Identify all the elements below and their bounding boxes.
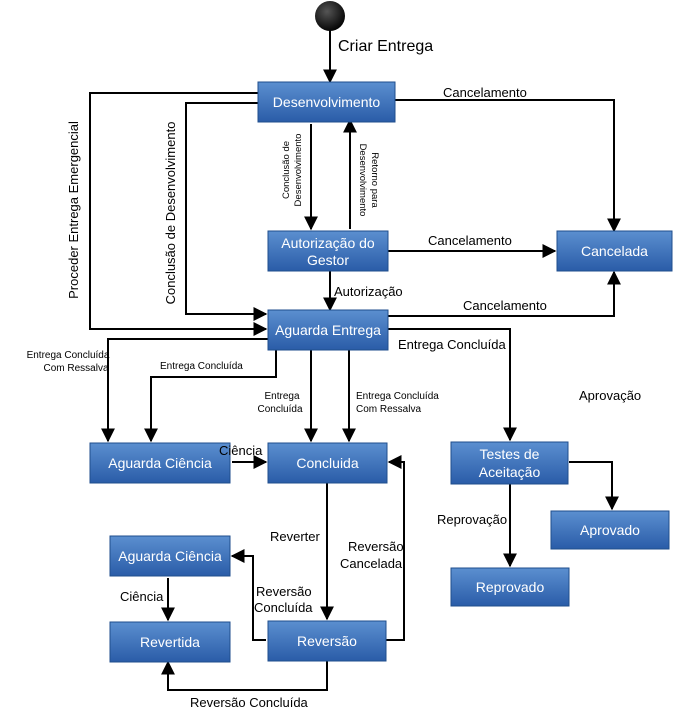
label-entrega-concluida-ressalva-left: Entrega Concluída Com Ressalva — [27, 350, 110, 374]
node-cancelada: Cancelada — [556, 230, 673, 272]
label-retorno-desenv-small: Retorno para Desenvolvimento — [357, 144, 380, 217]
svg-text:Desenvolvimento: Desenvolvimento — [357, 144, 368, 217]
label-reversao-concluida-2: Reversão Concluída — [190, 695, 309, 710]
node-label: Revertida — [140, 634, 200, 650]
node-reversao: Reversão — [267, 620, 387, 662]
node-label-line1: Autorização do — [281, 235, 375, 251]
edge-reversao-cancelada — [386, 455, 405, 641]
svg-text:Reversão: Reversão — [256, 584, 312, 599]
node-label: Reversão — [297, 633, 357, 649]
edge-reversao-aguarda-ciencia — [230, 549, 266, 641]
label-reversao-cancelada: Reversão Cancelada — [340, 539, 404, 571]
svg-text:Concluída: Concluída — [254, 600, 313, 615]
node-reprovado: Reprovado — [450, 567, 570, 607]
svg-text:Retorno para: Retorno para — [369, 152, 380, 208]
label-aprovacao: Aprovação — [579, 388, 641, 403]
svg-text:Com Ressalva: Com Ressalva — [43, 363, 108, 374]
label-proceder-emergencial: Proceder Entrega Emergencial — [66, 121, 81, 299]
node-label: Aprovado — [580, 522, 640, 538]
node-aguarda-ciencia-2: Aguarda Ciência — [109, 535, 231, 577]
node-testes-aceitacao: Testes de Aceitação — [450, 441, 569, 485]
label-autorizacao: Autorização — [334, 284, 403, 299]
label-ciencia-1: Ciência — [219, 443, 263, 458]
edge-aguarda-testes — [388, 328, 517, 442]
node-label: Aguarda Entrega — [275, 322, 381, 338]
svg-text:Cancelada: Cancelada — [340, 556, 403, 571]
label-entrega-concluida-left: Entrega Concluída — [160, 361, 243, 372]
edge-proceder-emergencial — [89, 92, 268, 336]
edge-aguarda-ciencia-ressalva — [101, 338, 271, 443]
title-criar-entrega: Criar Entrega — [338, 38, 433, 55]
node-label: Aguarda Ciência — [118, 548, 222, 564]
label-reprovacao: Reprovação — [437, 512, 507, 527]
label-entrega-concluida-center: Entrega Concluída — [257, 391, 302, 415]
label-entrega-concluida-ressalva-center: Entrega Concluída Com Ressalva — [356, 391, 439, 415]
edge-reversao-revertida — [161, 660, 328, 691]
svg-text:Desenvolvimento: Desenvolvimento — [293, 134, 304, 207]
node-label: Cancelada — [581, 243, 648, 259]
node-autorizacao-gestor: Autorização do Gestor — [267, 230, 389, 272]
label-reverter: Reverter — [270, 529, 321, 544]
edges — [89, 30, 621, 691]
svg-text:Entrega Concluída: Entrega Concluída — [27, 350, 110, 361]
edge-aguarda-ciencia — [144, 350, 277, 443]
edge-desenvolvimento-cancelada — [395, 99, 621, 233]
node-concluida: Concluida — [267, 442, 388, 484]
label-ciencia-2: Ciência — [120, 589, 164, 604]
label-conclusao-desenv-small: Conclusão de Desenvolvimento — [281, 134, 304, 207]
node-label: Desenvolvimento — [273, 94, 381, 110]
label-cancelamento-2: Cancelamento — [428, 233, 512, 248]
node-aguarda-ciencia: Aguarda Ciência — [89, 442, 231, 484]
label-reversao-concluida-1: Reversão Concluída — [254, 584, 313, 615]
edge-testes-aprovado — [569, 461, 619, 511]
node-desenvolvimento: Desenvolvimento — [257, 81, 396, 123]
node-aprovado: Aprovado — [550, 510, 670, 550]
node-label: Concluida — [296, 455, 358, 471]
svg-text:Conclusão de: Conclusão de — [281, 141, 292, 199]
svg-text:Entrega: Entrega — [264, 391, 299, 402]
label-conclusao-desenvolvimento: Conclusão de Desenvolvimento — [163, 122, 178, 305]
node-aguarda-entrega: Aguarda Entrega — [267, 309, 389, 351]
start-state — [315, 1, 345, 31]
node-revertida: Revertida — [109, 621, 231, 663]
edge-conclusao-desenvolvimento — [185, 102, 268, 321]
label-entrega-concluida-main: Entrega Concluída — [398, 337, 506, 352]
svg-text:Reversão: Reversão — [348, 539, 404, 554]
svg-text:Entrega Concluída: Entrega Concluída — [356, 391, 439, 402]
node-label-line1: Testes de — [480, 446, 540, 462]
svg-text:Com Ressalva: Com Ressalva — [356, 404, 421, 415]
label-cancelamento-3: Cancelamento — [463, 298, 547, 313]
edge-aguarda-cancelada — [388, 270, 621, 317]
node-label-line2: Aceitação — [479, 464, 541, 480]
node-label-line2: Gestor — [307, 252, 349, 268]
node-label: Reprovado — [476, 579, 545, 595]
svg-text:Concluída: Concluída — [257, 404, 302, 415]
label-cancelamento-1: Cancelamento — [443, 85, 527, 100]
node-label: Aguarda Ciência — [108, 455, 212, 471]
